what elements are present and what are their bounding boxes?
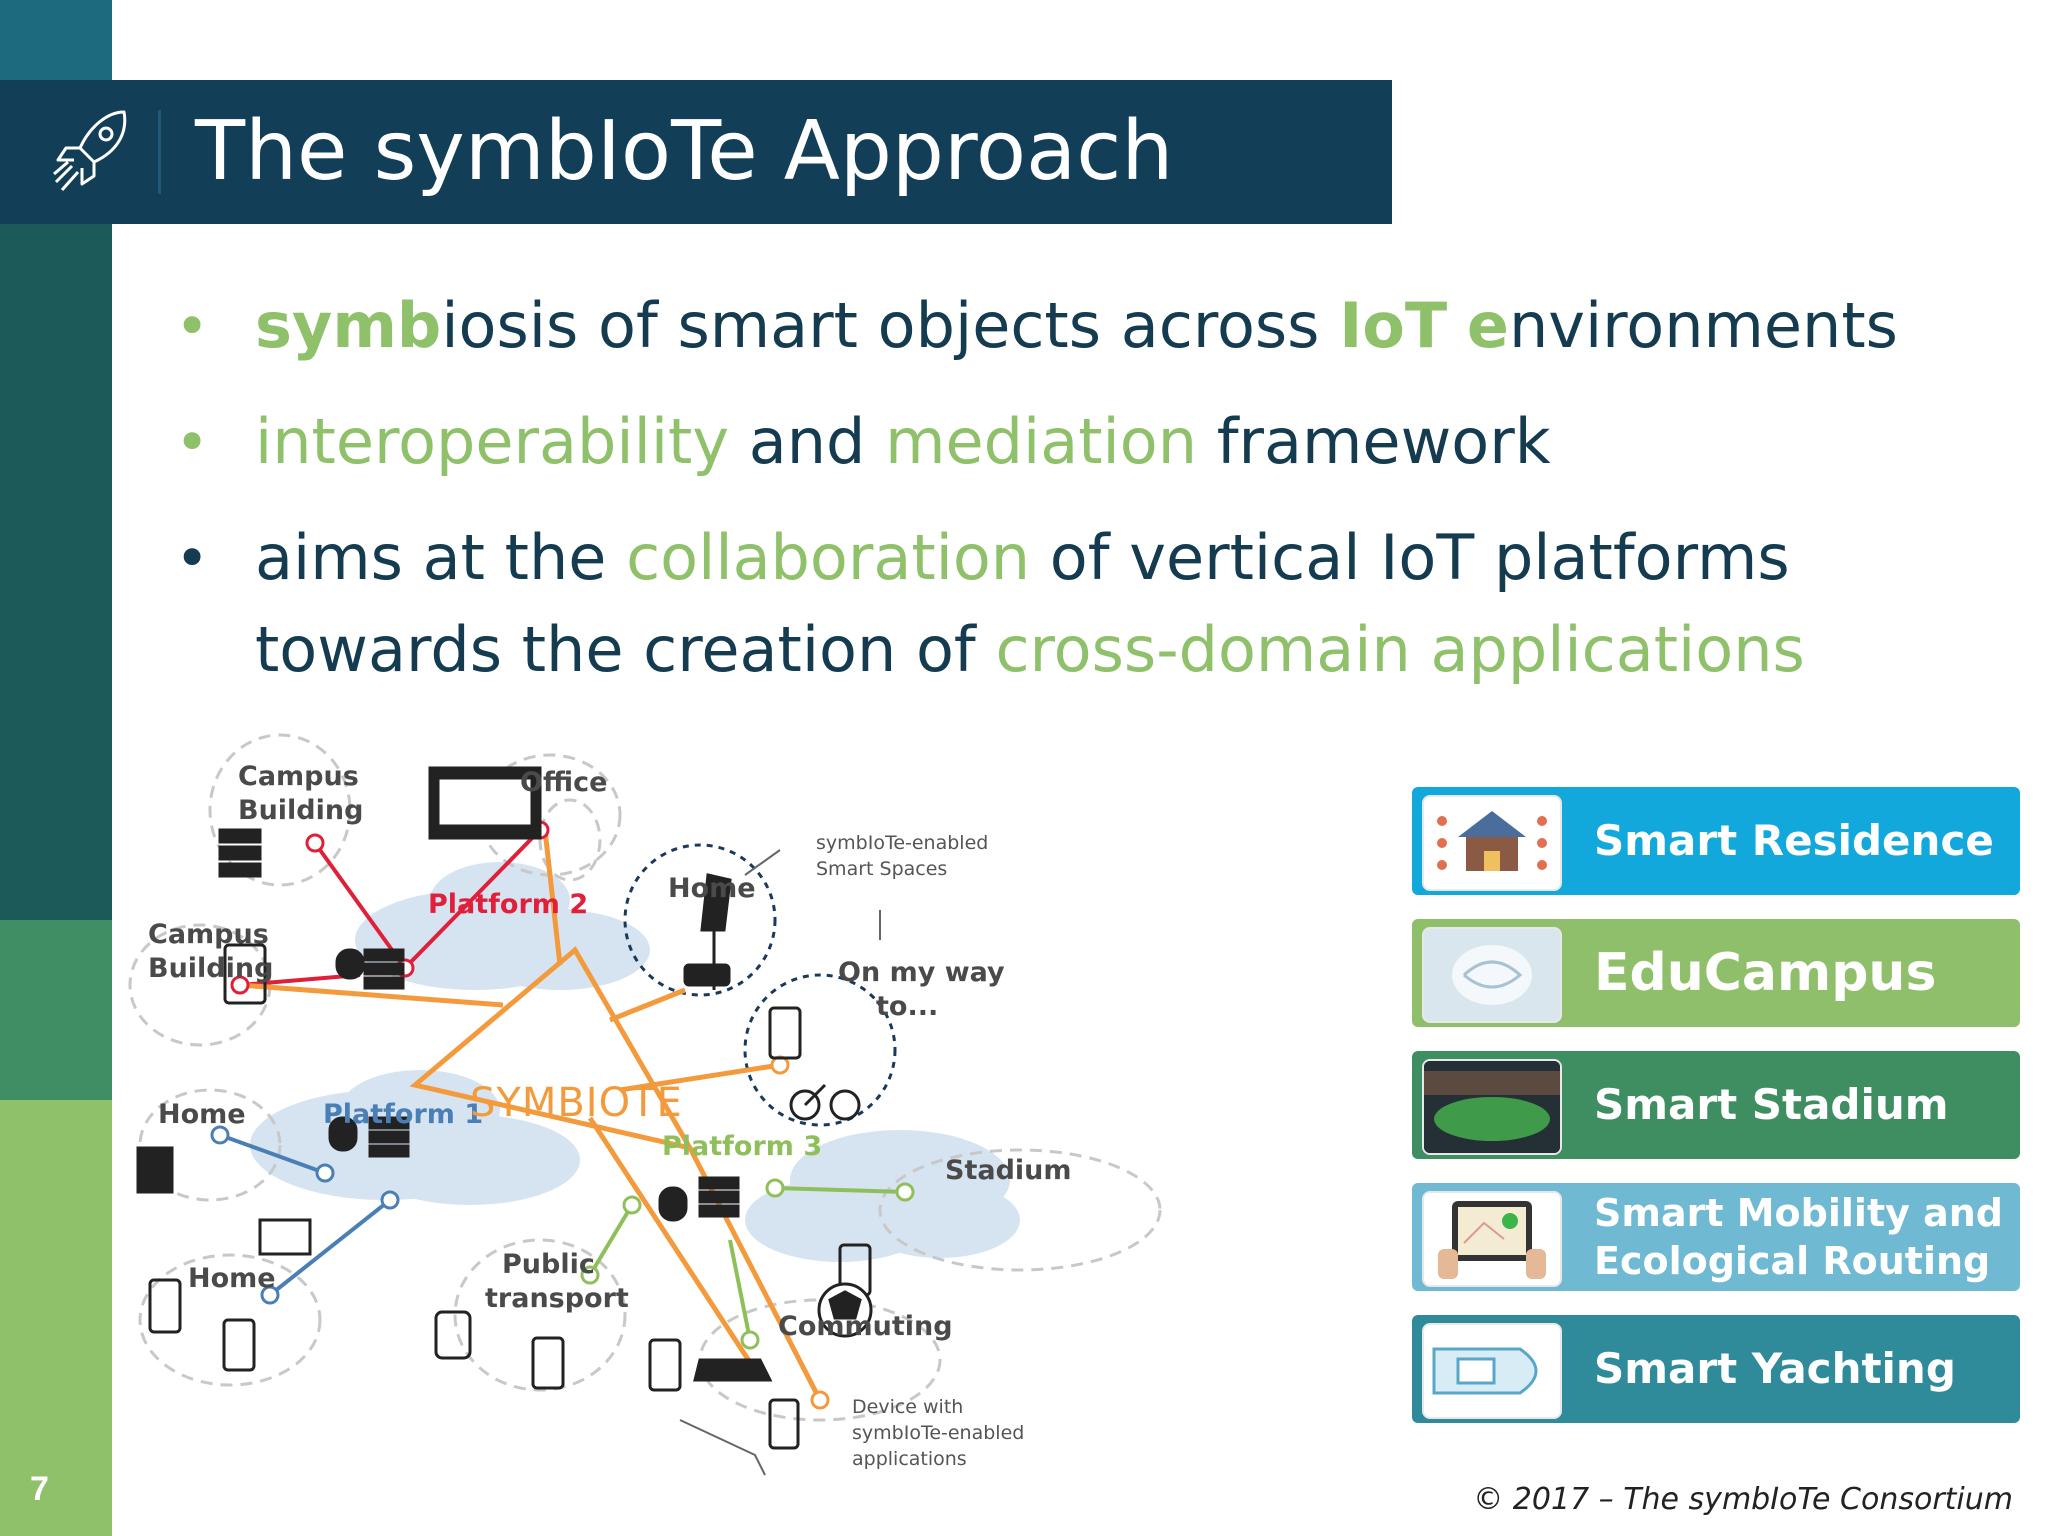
- label-line: transport: [485, 1283, 629, 1314]
- label-line: symbIoTe-enabled: [852, 1422, 1025, 1444]
- app-name: Smart Mobility and Ecological Routing: [1594, 1191, 2004, 1283]
- page-title: The symbIoTe Approach: [195, 104, 1174, 199]
- highlight-text: e: [1466, 289, 1509, 362]
- highlight-text: mediation: [885, 405, 1198, 478]
- page-number: 7: [30, 1470, 49, 1508]
- label-line: Campus: [148, 919, 269, 950]
- tablet-map-icon: [1422, 1191, 1562, 1287]
- application-list: Smart Residence EduCampus Smart Stadium …: [1412, 787, 2020, 1447]
- bullet-text: [1447, 289, 1467, 362]
- highlight-text: IoT: [1339, 289, 1448, 362]
- label-line: Campus: [238, 761, 359, 792]
- bullet-text: nvironments: [1508, 289, 1898, 362]
- app-smart-stadium[interactable]: Smart Stadium: [1412, 1051, 2020, 1159]
- highlight-text: collaboration: [626, 521, 1031, 594]
- app-name: Smart Stadium: [1594, 1080, 1949, 1129]
- bullet-text: framework: [1197, 405, 1551, 478]
- label-line: On my way: [838, 957, 1005, 988]
- left-bar-segment: [0, 0, 112, 80]
- bullet-item: • symbiosis of smart objects across IoT e…: [175, 280, 2015, 372]
- label-line: Building: [148, 953, 274, 984]
- house-icon: [1422, 795, 1562, 891]
- diagram-graphics: [128, 733, 1162, 1476]
- label-commuting: Commuting: [778, 1311, 953, 1342]
- globe-icon: [1422, 927, 1562, 1023]
- bullet-dot: •: [175, 292, 210, 360]
- label-stadium: Stadium: [945, 1155, 1072, 1186]
- stadium-icon: [1422, 1059, 1562, 1155]
- left-bar-segment: [0, 224, 112, 920]
- title-separator: [158, 110, 161, 194]
- highlight-text: cross-domain applications: [995, 613, 1805, 686]
- bullet-item: • interoperability and mediation framewor…: [175, 396, 2015, 488]
- label-home: Home: [668, 873, 756, 904]
- app-name: EduCampus: [1594, 943, 1937, 1003]
- label-office: Office: [520, 767, 608, 798]
- left-bar-segment: [0, 1100, 112, 1536]
- bullet-list: • symbiosis of smart objects across IoT e…: [175, 280, 2015, 696]
- label-line: symbIoTe-enabled: [816, 832, 989, 854]
- highlight-text: interoperability: [255, 405, 730, 478]
- bullet-text: towards the creation of: [255, 613, 996, 686]
- label-platform-3: Platform 3: [662, 1131, 823, 1162]
- label-line: Building: [238, 795, 364, 826]
- label-home: Home: [158, 1099, 246, 1130]
- app-name: Smart Yachting: [1594, 1344, 1956, 1393]
- bullet-text: iosis of smart objects across: [441, 289, 1340, 362]
- label-platform-2: Platform 2: [428, 889, 589, 920]
- label-device-note: Device with symbIoTe-enabled applications: [852, 1394, 1024, 1472]
- app-smart-mobility[interactable]: Smart Mobility and Ecological Routing: [1412, 1183, 2020, 1291]
- label-line: Device with: [852, 1396, 964, 1418]
- title-bar: The symbIoTe Approach: [0, 80, 1392, 224]
- label-line: applications: [852, 1448, 967, 1470]
- label-line: Smart Spaces: [816, 858, 948, 880]
- left-bar-segment: [0, 920, 112, 1100]
- bullet-text: of vertical IoT platforms: [1030, 521, 1790, 594]
- bullet-text: and: [729, 405, 886, 478]
- highlight-text: symb: [255, 289, 442, 362]
- yacht-icon: [1422, 1323, 1562, 1419]
- app-educampus[interactable]: EduCampus: [1412, 919, 2020, 1027]
- label-platform-1: Platform 1: [323, 1099, 484, 1130]
- app-smart-yachting[interactable]: Smart Yachting: [1412, 1315, 2020, 1423]
- label-home: Home: [188, 1263, 276, 1294]
- app-smart-residence[interactable]: Smart Residence: [1412, 787, 2020, 895]
- copyright-footer: © 2017 – The symbIoTe Consortium: [1473, 1482, 2013, 1517]
- bullet-item: • aims at the collaboration of vertical I…: [175, 512, 2015, 696]
- app-name: Smart Residence: [1594, 816, 1994, 865]
- bullet-dot: •: [175, 408, 210, 476]
- bullet-text: aims at the: [255, 521, 627, 594]
- label-line: Public: [502, 1249, 595, 1280]
- label-line: to...: [876, 991, 939, 1022]
- bullet-dot: •: [175, 524, 210, 592]
- label-symbiote: SYMBIOTE: [470, 1080, 683, 1126]
- rocket-icon: [53, 110, 127, 191]
